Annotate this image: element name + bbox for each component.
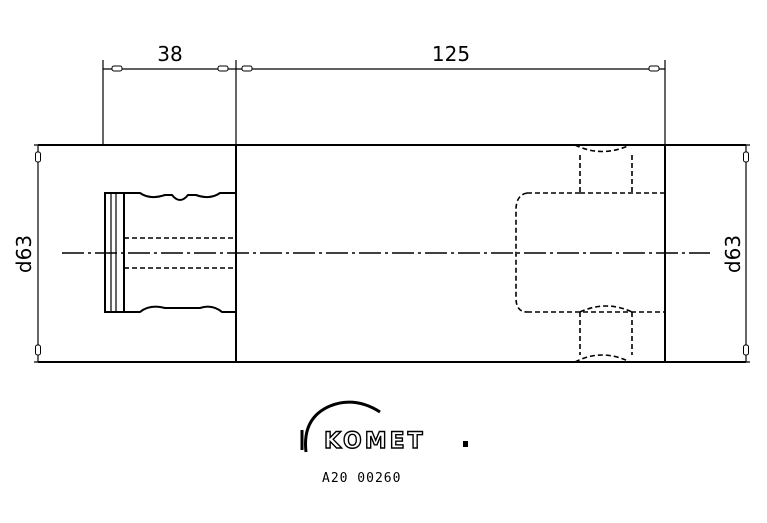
diameter-label-left: d63 <box>12 235 36 273</box>
insert-top-profile <box>124 192 236 201</box>
hidden-top-recess <box>574 144 631 153</box>
logo-arc <box>304 400 381 453</box>
arrow-tick <box>648 65 660 72</box>
logo-text: KOMET <box>324 429 426 454</box>
hidden-lower-arc <box>579 305 633 313</box>
hidden-bore-outline <box>515 192 528 313</box>
arrow-tick <box>35 151 41 163</box>
diameter-label-right: d63 <box>721 235 745 273</box>
arrow-tick <box>217 65 229 72</box>
dimension-label-38: 38 <box>157 42 182 66</box>
arrow-tick <box>743 151 749 163</box>
arrow-tick <box>743 344 749 356</box>
right-hidden-features <box>515 144 665 363</box>
arrow-tick <box>241 65 253 72</box>
insert-bottom-profile <box>124 305 236 313</box>
komet-logo: KOMET A20 00260 <box>300 400 468 486</box>
logo-mark <box>463 441 468 447</box>
dimension-top: 38 125 <box>102 42 666 145</box>
hidden-bottom-recess <box>574 354 631 363</box>
drawing-code: A20 00260 <box>322 471 401 486</box>
arrow-tick <box>35 344 41 356</box>
dimension-label-125: 125 <box>432 42 470 66</box>
arrow-tick <box>111 65 123 72</box>
